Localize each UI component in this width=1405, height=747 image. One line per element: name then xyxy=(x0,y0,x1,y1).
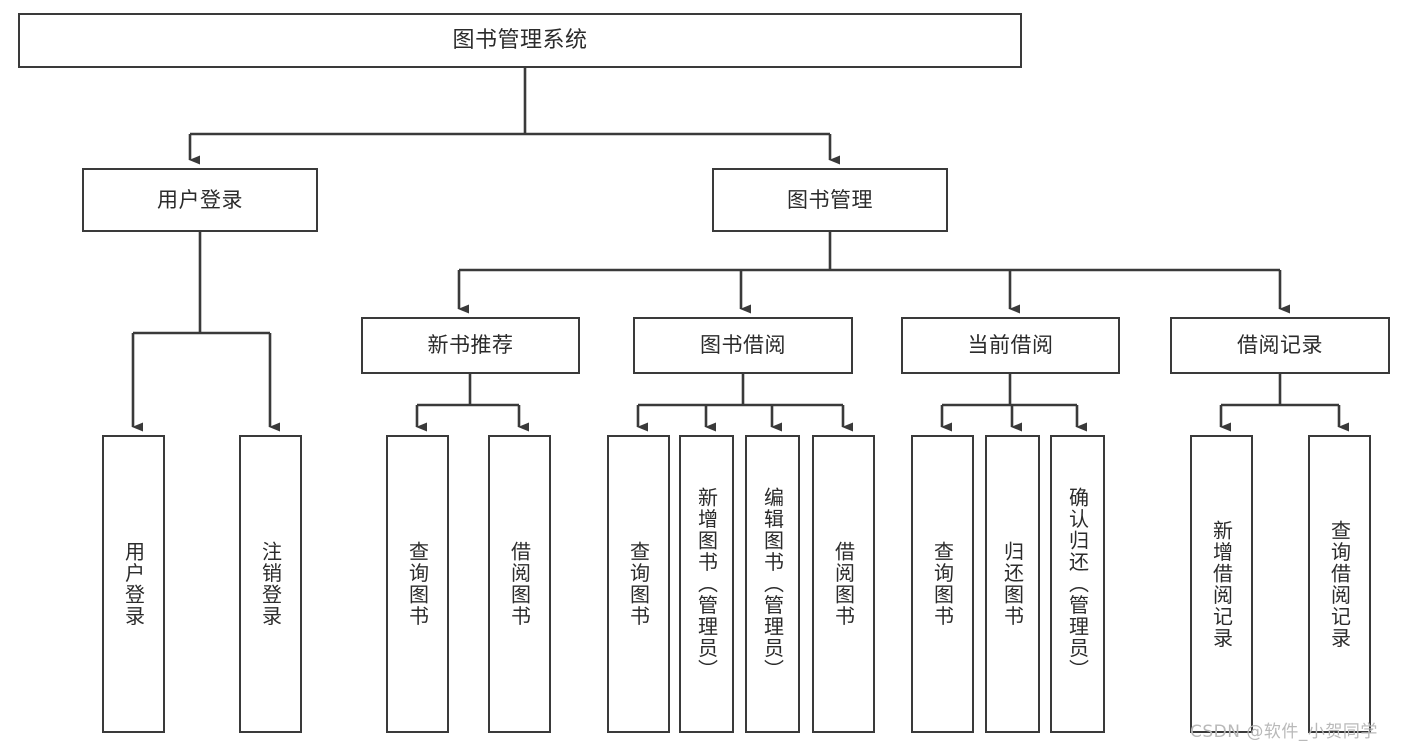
leaf-query-books-borrow[interactable]: 查询图书 xyxy=(607,435,670,733)
leaf-query-books-current[interactable]: 查询图书 xyxy=(911,435,974,733)
node-borrow-records-label: 借阅记录 xyxy=(1237,333,1323,358)
leaf-query-borrow-record[interactable]: 查询借阅记录 xyxy=(1308,435,1371,733)
node-book-borrow-label: 图书借阅 xyxy=(700,333,786,358)
leaf-borrow-books-recommend-label: 借阅图书 xyxy=(507,541,532,627)
node-borrow-records[interactable]: 借阅记录 xyxy=(1170,317,1390,374)
leaf-borrow-books-recommend[interactable]: 借阅图书 xyxy=(488,435,551,733)
leaf-query-books-recommend[interactable]: 查询图书 xyxy=(386,435,449,733)
leaf-query-books-borrow-label: 查询图书 xyxy=(626,541,651,627)
node-book-management[interactable]: 图书管理 xyxy=(712,168,948,232)
leaf-borrow-books-borrow-label: 借阅图书 xyxy=(831,541,856,627)
leaf-borrow-books-borrow[interactable]: 借阅图书 xyxy=(812,435,875,733)
leaf-confirm-return-admin-label: 确认归还（管理员） xyxy=(1065,487,1090,681)
node-new-book-recommend-label: 新书推荐 xyxy=(427,333,514,358)
leaf-add-borrow-record[interactable]: 新增借阅记录 xyxy=(1190,435,1253,733)
leaf-add-borrow-record-label: 新增借阅记录 xyxy=(1209,519,1234,649)
node-book-management-label: 图书管理 xyxy=(787,187,873,212)
leaf-edit-book-admin[interactable]: 编辑图书（管理员） xyxy=(745,435,800,733)
node-user-login-label: 用户登录 xyxy=(157,187,243,212)
leaf-logout-label: 注销登录 xyxy=(258,541,283,627)
leaf-confirm-return-admin[interactable]: 确认归还（管理员） xyxy=(1050,435,1105,733)
leaf-edit-book-admin-label: 编辑图书（管理员） xyxy=(760,487,785,681)
leaf-query-books-current-label: 查询图书 xyxy=(930,541,955,627)
node-root[interactable]: 图书管理系统 xyxy=(18,13,1022,68)
leaf-user-login[interactable]: 用户登录 xyxy=(102,435,165,733)
leaf-logout[interactable]: 注销登录 xyxy=(239,435,302,733)
leaf-query-books-recommend-label: 查询图书 xyxy=(405,541,430,627)
node-root-label: 图书管理系统 xyxy=(452,27,588,53)
node-current-borrow[interactable]: 当前借阅 xyxy=(901,317,1120,374)
node-book-borrow[interactable]: 图书借阅 xyxy=(633,317,853,374)
csdn-watermark: CSDN @软件_小贺同学 xyxy=(1190,722,1378,742)
node-user-login[interactable]: 用户登录 xyxy=(82,168,318,232)
leaf-user-login-label: 用户登录 xyxy=(121,541,146,627)
leaf-return-books-label: 归还图书 xyxy=(1000,541,1025,627)
leaf-add-book-admin-label: 新增图书（管理员） xyxy=(694,487,719,681)
node-current-borrow-label: 当前借阅 xyxy=(967,333,1054,358)
leaf-return-books[interactable]: 归还图书 xyxy=(985,435,1040,733)
leaf-add-book-admin[interactable]: 新增图书（管理员） xyxy=(679,435,734,733)
node-new-book-recommend[interactable]: 新书推荐 xyxy=(361,317,580,374)
leaf-query-borrow-record-label: 查询借阅记录 xyxy=(1327,519,1352,649)
